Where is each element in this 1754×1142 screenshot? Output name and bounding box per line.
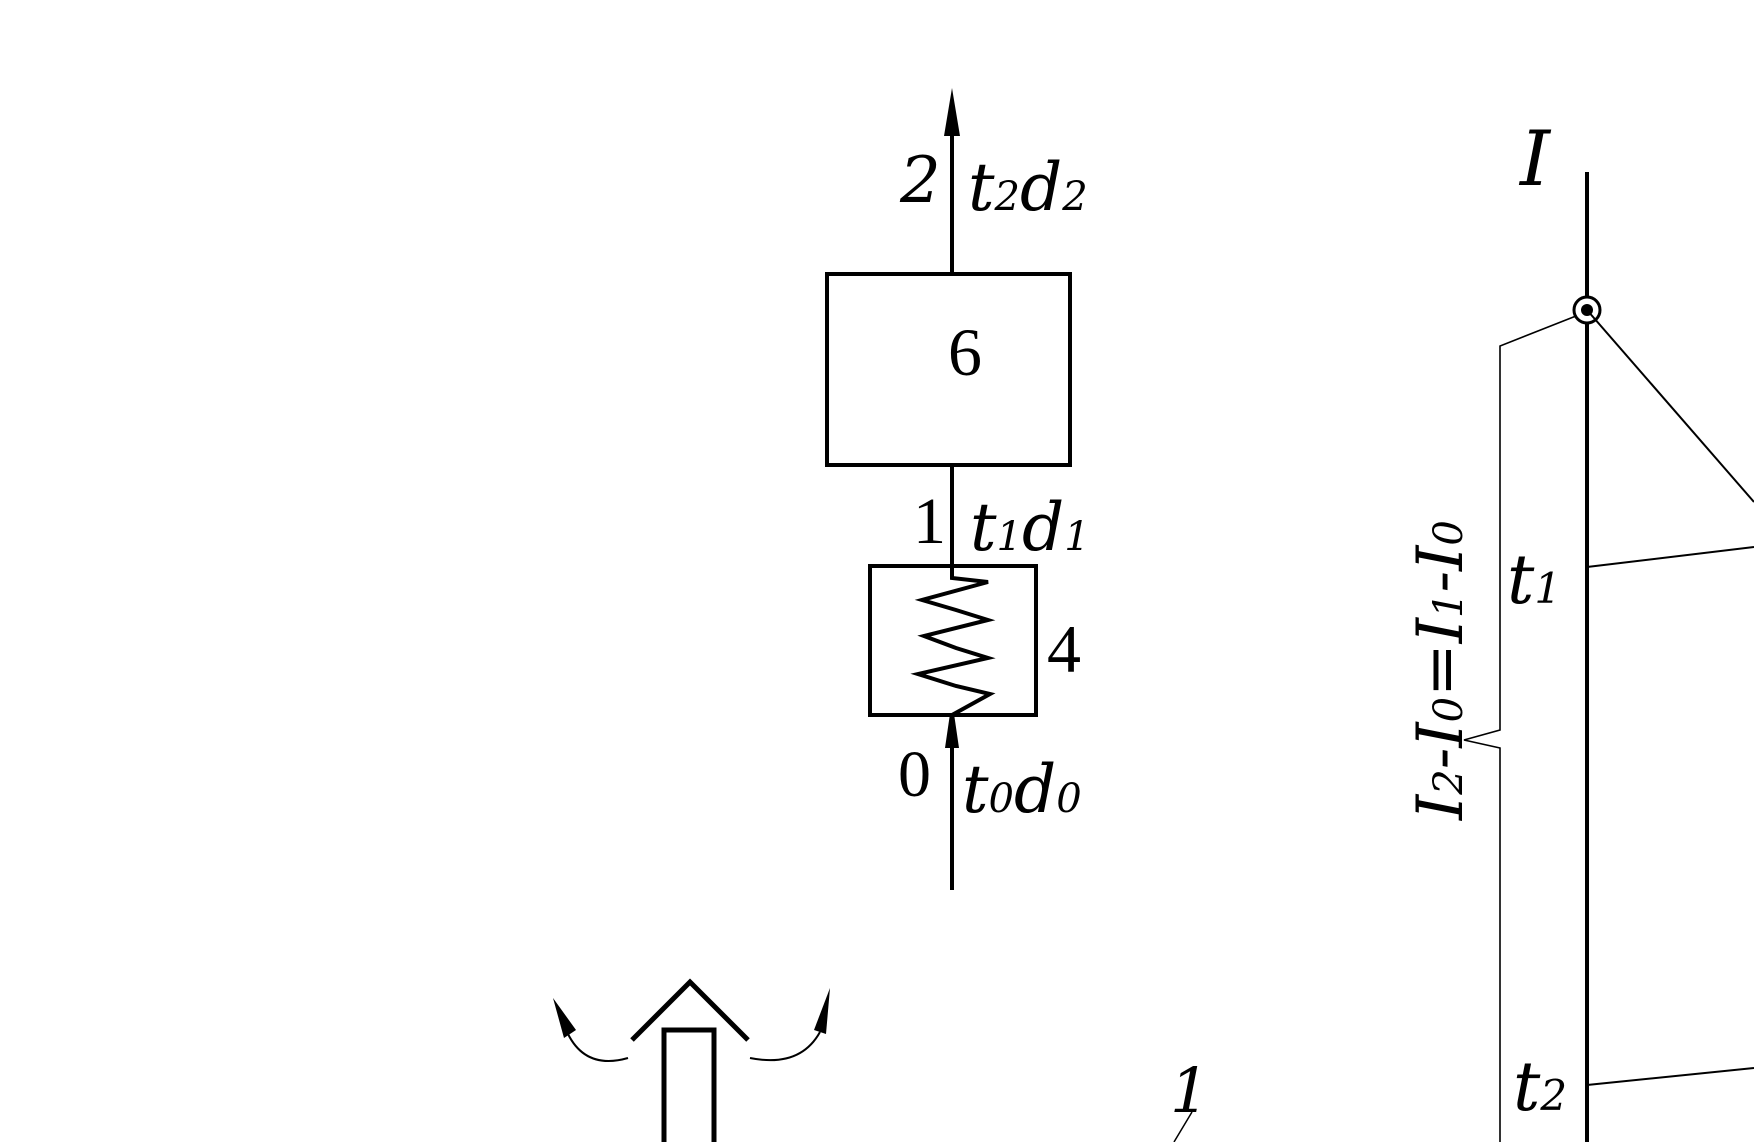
ventilation-device: 1: [553, 978, 1209, 1142]
process-flow: 6 4 2 t2d2 1 t1d1 0 t0d0: [825, 88, 1090, 890]
device-leader-line: [1173, 1111, 1193, 1142]
coil-box: [868, 564, 1038, 717]
coil-box-label: 4: [1047, 611, 1081, 687]
point0-state: t0d0: [962, 751, 1082, 828]
enthalpy-brace: [1463, 315, 1577, 1142]
shaft-icon: [661, 1027, 717, 1142]
isotherm-t2-label: t2: [1513, 1048, 1567, 1127]
coil-zigzag-icon: [910, 566, 996, 717]
point2-number: 2: [899, 144, 941, 218]
isotherm-t1-label: t1: [1507, 541, 1561, 620]
roof-cap-icon: [630, 978, 750, 1042]
point1-number: 1: [913, 485, 946, 558]
exhaust-arrow-left-icon: [567, 1033, 629, 1062]
exhaust-arrowhead-right-icon: [814, 988, 830, 1034]
enthalpy-chart: I t1 t2 I2-I0=I1-I0: [1404, 114, 1754, 1142]
heater-box-label: 6: [948, 314, 982, 390]
heater-box: [825, 272, 1072, 467]
flow-arrow-top-icon: [944, 88, 960, 136]
point0-number: 0: [898, 738, 931, 811]
brace-equation: I2-I0=I1-I0: [1404, 520, 1478, 821]
enthalpy-diagonal-line: [1586, 309, 1754, 503]
point2-state: t2d2: [968, 149, 1088, 226]
enthalpy-axis-label: I: [1518, 114, 1552, 203]
exhaust-arrow-right-icon: [749, 1031, 821, 1062]
exhaust-arrowhead-left-icon: [553, 998, 576, 1038]
isotherm-t2-line: [1586, 1067, 1754, 1086]
flow-arrow-inlet-icon: [945, 700, 959, 748]
point1-state: t1d1: [970, 489, 1090, 566]
isotherm-t1-line: [1586, 546, 1754, 568]
